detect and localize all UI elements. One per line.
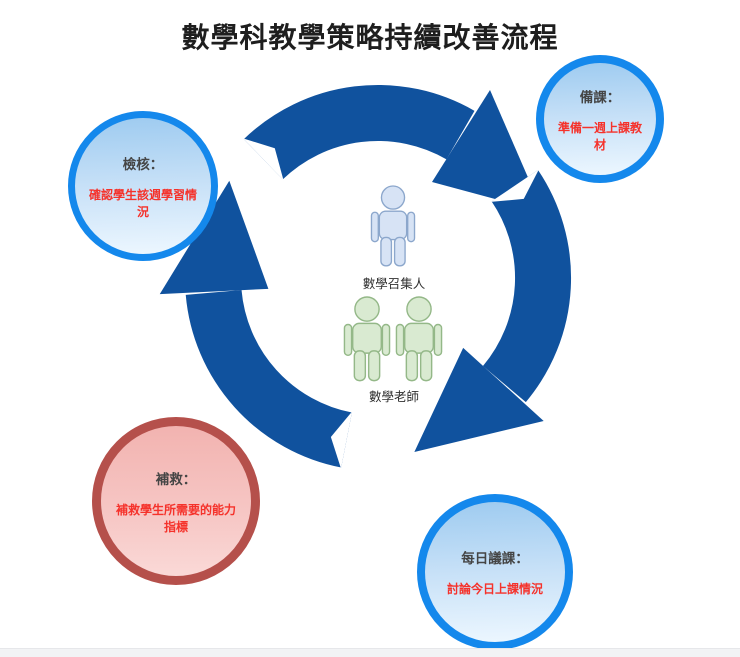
- node-daily-review-detail: 討論今日上課情況: [446, 582, 543, 596]
- cycle-tail-notch: [243, 138, 284, 181]
- convener-label: 數學召集人: [362, 277, 426, 291]
- node-daily-review: 每日議課： 討論今日上課情況: [417, 494, 573, 650]
- cycle-arrowhead-icon: [414, 347, 544, 452]
- node-check: 檢核： 確認學生該週學習情況: [68, 111, 218, 261]
- node-check-title: 檢核：: [122, 156, 164, 172]
- node-prepare-detail: 準備一週上課教材: [557, 120, 642, 152]
- teacher-person-icon: [395, 296, 443, 382]
- node-remediate-detail: 補救學生所需要的能力指標: [115, 502, 236, 534]
- node-check-detail: 確認學生該週學習情況: [88, 187, 197, 219]
- cycle-arc: [482, 170, 572, 403]
- node-remediate: 補救： 補救學生所需要的能力指標: [92, 417, 260, 585]
- node-prepare: 備課： 準備一週上課教材: [536, 55, 664, 183]
- page-title: 數學科教學策略持續改善流程: [181, 22, 559, 53]
- node-daily-review-title: 每日議課：: [461, 551, 529, 566]
- cycle-tail-notch: [330, 411, 353, 469]
- node-remediate-title: 補救：: [155, 471, 197, 487]
- teacher-person-icon: [343, 296, 391, 382]
- teachers-label: 數學老師: [368, 390, 419, 404]
- cycle-arrow-segment-right: [414, 169, 572, 452]
- convener-person-icon: [370, 185, 416, 267]
- cycle-arrow-segment-left: [159, 180, 353, 469]
- cycle-arc: [243, 84, 475, 180]
- cycle-arrowhead-icon: [432, 90, 543, 212]
- cycle-arrow-segment-top: [243, 84, 543, 212]
- node-prepare-title: 備課：: [579, 89, 621, 105]
- bottom-strip: [0, 648, 740, 657]
- cycle-arrowhead-icon: [159, 180, 269, 295]
- cycle-arc: [185, 289, 353, 468]
